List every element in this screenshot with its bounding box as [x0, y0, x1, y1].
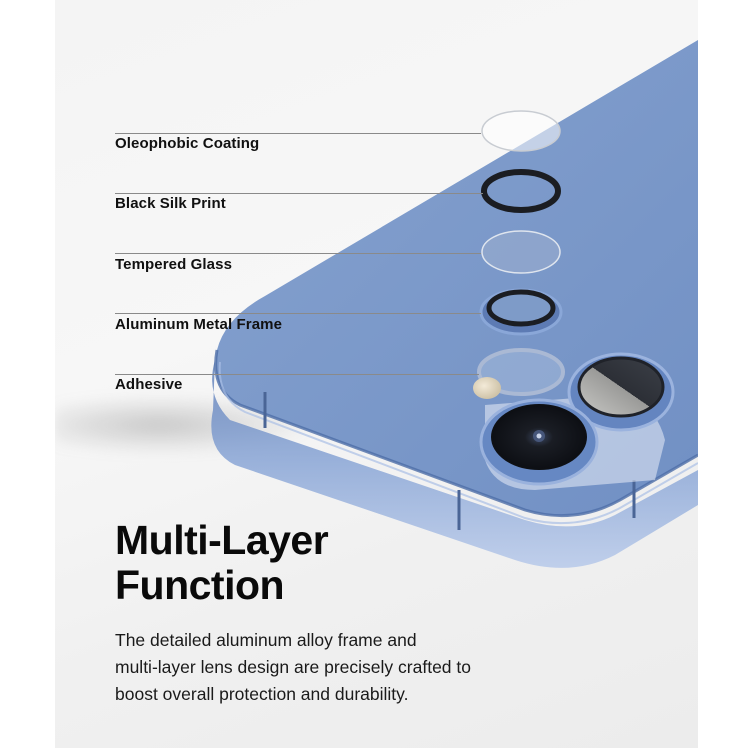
layer-label-tempered-glass: Tempered Glass — [115, 256, 233, 273]
phone-illustration — [211, 40, 698, 568]
description-line-2: multi-layer lens design are precisely cr… — [115, 657, 471, 677]
leader-line — [115, 253, 481, 254]
adhesive-layer — [477, 348, 565, 396]
phone-frame-side — [211, 360, 698, 568]
secondary-camera-lens — [577, 356, 665, 418]
headline: Multi-Layer Function — [115, 517, 329, 608]
headline-line-1: Multi-Layer — [115, 517, 329, 563]
leader-line — [115, 374, 479, 375]
leader-line — [115, 193, 483, 194]
description-line-1: The detailed aluminum alloy frame and — [115, 630, 417, 650]
oleophobic-coating-layer — [481, 110, 561, 152]
leader-line — [115, 133, 481, 134]
description: The detailed aluminum alloy frame and mu… — [115, 627, 535, 708]
description-line-3: boost overall protection and durability. — [115, 684, 409, 704]
headline-line-2: Function — [115, 562, 285, 608]
layer-label-aluminum-metal-frame: Aluminum Metal Frame — [115, 316, 283, 333]
leader-line — [115, 313, 481, 314]
layer-label-black-silk-print: Black Silk Print — [115, 195, 226, 212]
layer-label-adhesive: Adhesive — [115, 376, 183, 393]
tempered-glass-layer — [481, 230, 561, 274]
product-feature-panel: Oleophobic Coating Black Silk Print Temp… — [55, 0, 698, 748]
black-silk-print-layer — [481, 169, 561, 213]
layer-label-oleophobic-coating: Oleophobic Coating — [115, 135, 260, 152]
